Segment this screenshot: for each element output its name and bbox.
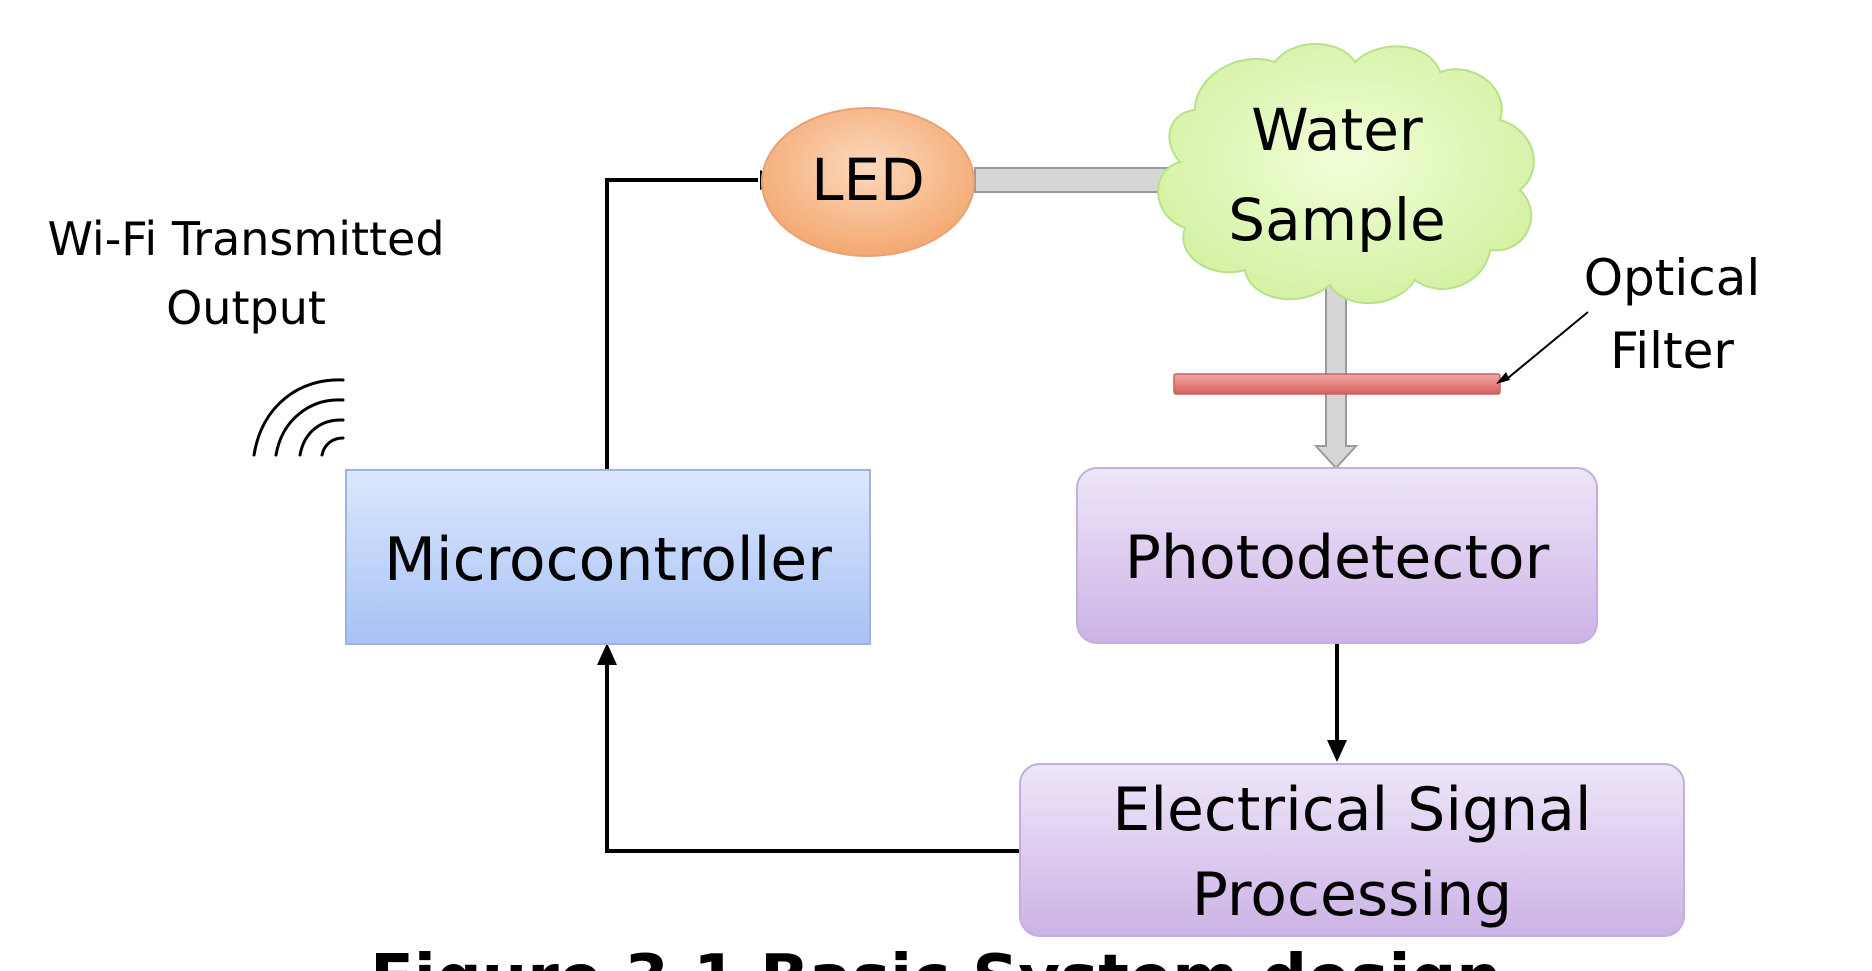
wifi-signal-icon — [252, 378, 345, 457]
water-label-line2: Sample — [1228, 186, 1445, 254]
connector-micro-to-led — [605, 178, 758, 470]
optical-filter-bar — [1173, 373, 1501, 395]
wifi-label-line1: Wi-Fi Transmitted — [47, 212, 444, 266]
arrowhead-processing — [1327, 740, 1347, 762]
signal-processing-node — [1019, 763, 1685, 937]
microcontroller-label: Microcontroller — [384, 525, 832, 595]
arrowhead-micro — [597, 643, 617, 665]
connector-processing-to-micro — [605, 663, 1020, 853]
water-sample-node — [1157, 43, 1535, 305]
photodetector-node — [1076, 467, 1598, 644]
optical-filter-label-line1: Optical — [1584, 249, 1761, 307]
microcontroller-node — [345, 469, 871, 645]
led-node — [761, 107, 975, 257]
water-label-line1: Water — [1251, 96, 1423, 164]
signal-processing-label-line2: Processing — [1192, 860, 1512, 930]
optical-filter-pointer-head — [1496, 372, 1510, 384]
wifi-label-line2: Output — [166, 281, 326, 335]
led-label: LED — [811, 146, 925, 214]
optical-filter-pointer — [1507, 311, 1589, 379]
optical-filter-label-line2: Filter — [1610, 322, 1734, 380]
figure-caption: Figure 3.1 Basic System design — [370, 942, 1502, 971]
photodetector-label: Photodetector — [1125, 523, 1550, 593]
signal-processing-label-line1: Electrical Signal — [1112, 775, 1591, 845]
